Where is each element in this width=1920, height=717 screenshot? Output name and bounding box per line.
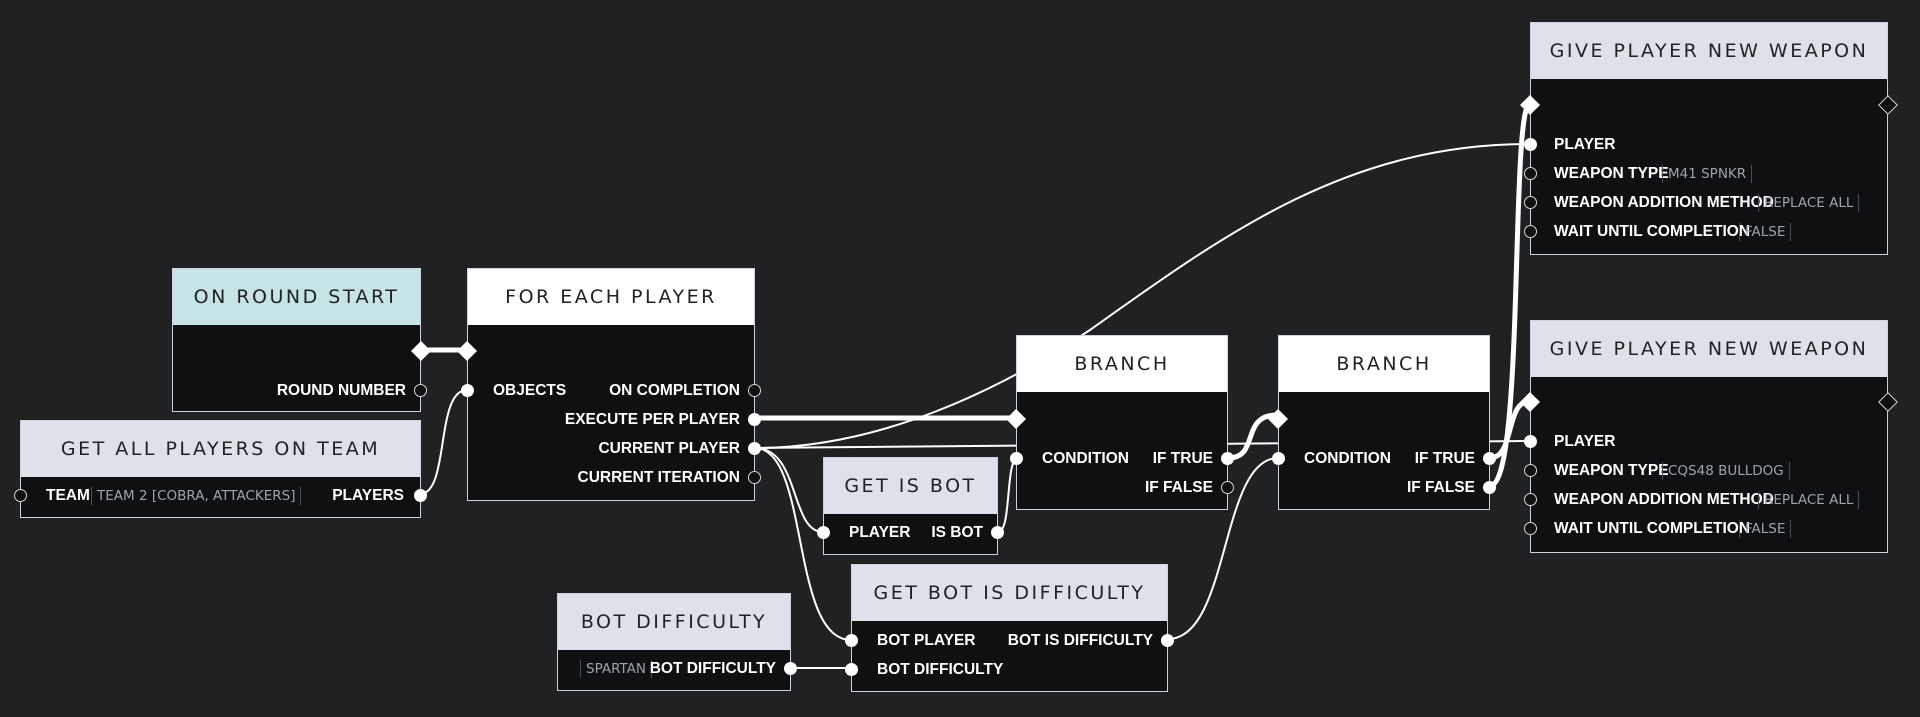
wire-players-to-objects — [419, 389, 468, 495]
current-player-pin[interactable] — [748, 442, 761, 455]
node-on-round-start[interactable]: ON ROUND START ROUND NUMBER — [172, 268, 431, 412]
node-title: ON ROUND START — [173, 269, 420, 325]
weapon-type-label: WEAPON TYPE — [1554, 165, 1669, 182]
current-player-label: CURRENT PLAYER — [598, 440, 740, 457]
node-title: GET IS BOT — [824, 458, 997, 514]
weapon-addition-method-label: WEAPON ADDITION METHOD — [1554, 194, 1774, 211]
objects-label: OBJECTS — [493, 382, 567, 399]
node-for-each-player[interactable]: FOR EACH PLAYER OBJECTS ON COMPLETION EX… — [457, 268, 761, 501]
wait-until-completion-pin[interactable] — [1524, 522, 1537, 535]
if-false-label: IF FALSE — [1144, 479, 1213, 496]
node-title: GIVE PLAYER NEW WEAPON — [1531, 321, 1887, 377]
players-label: PLAYERS — [332, 487, 404, 504]
wait-until-completion-value[interactable]: FALSE — [1739, 520, 1792, 538]
team-label: TEAM — [46, 487, 90, 504]
node-get-bot-is-difficulty[interactable]: GET BOT IS DIFFICULTY BOT PLAYER BOT IS … — [845, 564, 1174, 692]
exec-input-pin[interactable] — [1520, 95, 1540, 115]
node-title: BRANCH — [1279, 336, 1489, 392]
bot-player-input-pin[interactable] — [845, 634, 858, 647]
if-true-pin[interactable] — [1483, 452, 1496, 465]
bot-difficulty-output-pin[interactable] — [784, 662, 797, 675]
weapon-type-value[interactable]: M41 SPNKR — [1662, 165, 1753, 183]
bot-difficulty-input-pin[interactable] — [845, 663, 858, 676]
round-number-pin[interactable] — [414, 384, 427, 397]
bot-difficulty-label: BOT DIFFICULTY — [877, 661, 1004, 678]
current-iteration-pin[interactable] — [748, 471, 761, 484]
execute-per-player-label: EXECUTE PER PLAYER — [564, 411, 740, 428]
on-completion-label: ON COMPLETION — [609, 382, 740, 399]
weapon-addition-method-value[interactable]: REPLACE ALL — [1758, 491, 1860, 509]
exec-input-pin[interactable] — [457, 341, 477, 361]
team-value[interactable]: TEAM 2 [COBRA, ATTACKERS] — [91, 487, 302, 505]
condition-label: CONDITION — [1042, 450, 1129, 467]
weapon-type-value[interactable]: CQS48 BULLDOG — [1662, 462, 1790, 480]
weapon-addition-method-value[interactable]: REPLACE ALL — [1758, 194, 1860, 212]
exec-output-pin[interactable] — [411, 341, 431, 361]
bot-player-label: BOT PLAYER — [877, 632, 976, 649]
exec-input-pin[interactable] — [1268, 409, 1288, 429]
node-title: FOR EACH PLAYER — [468, 269, 754, 325]
node-give-player-new-weapon-2[interactable]: GIVE PLAYER NEW WEAPON PLAYER WEAPON TYP… — [1520, 320, 1898, 553]
if-false-pin[interactable] — [1221, 481, 1234, 494]
bot-is-difficulty-label: BOT IS DIFFICULTY — [1007, 632, 1153, 649]
player-label: PLAYER — [1554, 433, 1616, 450]
node-title: GIVE PLAYER NEW WEAPON — [1531, 23, 1887, 79]
wire-branch-2-true-to-give-weapon-2 — [1489, 398, 1531, 461]
player-label: PLAYER — [849, 524, 911, 541]
if-true-pin[interactable] — [1221, 452, 1234, 465]
team-input-pin[interactable] — [14, 489, 27, 502]
bot-is-difficulty-output-pin[interactable] — [1161, 634, 1174, 647]
player-input-pin[interactable] — [1524, 138, 1537, 151]
wait-until-completion-label: WAIT UNTIL COMPLETION — [1554, 223, 1751, 240]
bot-difficulty-value[interactable]: SPARTAN — [580, 660, 653, 678]
wire-branch-2-false-to-give-weapon-1 — [1488, 101, 1533, 489]
condition-label: CONDITION — [1304, 450, 1391, 467]
exec-output-pin[interactable] — [1878, 392, 1898, 412]
wire-is-bot-to-condition-1 — [997, 457, 1019, 533]
exec-input-pin[interactable] — [1520, 392, 1540, 412]
wait-until-completion-label: WAIT UNTIL COMPLETION — [1554, 520, 1751, 537]
weapon-addition-method-pin[interactable] — [1524, 493, 1537, 506]
players-output-pin[interactable] — [414, 489, 427, 502]
condition-input-pin[interactable] — [1272, 452, 1285, 465]
exec-input-pin[interactable] — [1006, 409, 1026, 429]
is-bot-output-pin[interactable] — [991, 526, 1004, 539]
if-false-label: IF FALSE — [1406, 479, 1475, 496]
wait-until-completion-pin[interactable] — [1524, 225, 1537, 238]
node-give-player-new-weapon-1[interactable]: GIVE PLAYER NEW WEAPON PLAYER WEAPON TYP… — [1520, 22, 1898, 255]
node-bot-difficulty[interactable]: BOT DIFFICULTY SPARTAN BOT DIFFICULTY — [557, 593, 797, 691]
node-get-is-bot[interactable]: GET IS BOT PLAYER IS BOT — [817, 457, 1004, 555]
condition-input-pin[interactable] — [1010, 452, 1023, 465]
current-iteration-label: CURRENT ITERATION — [577, 469, 740, 486]
player-input-pin[interactable] — [1524, 435, 1537, 448]
if-true-label: IF TRUE — [1414, 450, 1475, 467]
weapon-addition-method-pin[interactable] — [1524, 196, 1537, 209]
is-bot-label: IS BOT — [931, 524, 983, 541]
player-input-pin[interactable] — [817, 526, 830, 539]
weapon-type-label: WEAPON TYPE — [1554, 462, 1669, 479]
on-completion-pin[interactable] — [748, 384, 761, 397]
wire-current-player-to-is-bot — [754, 447, 824, 533]
node-title: GET ALL PLAYERS ON TEAM — [21, 421, 420, 477]
objects-input-pin[interactable] — [461, 384, 474, 397]
node-title: GET BOT IS DIFFICULTY — [852, 565, 1167, 621]
node-branch-2[interactable]: BRANCH CONDITION IF TRUE IF FALSE — [1268, 335, 1496, 510]
weapon-type-pin[interactable] — [1524, 464, 1537, 477]
if-false-pin[interactable] — [1483, 481, 1496, 494]
if-true-label: IF TRUE — [1152, 450, 1213, 467]
node-branch-1[interactable]: BRANCH CONDITION IF TRUE IF FALSE — [1006, 335, 1234, 510]
bot-difficulty-output-label: BOT DIFFICULTY — [649, 660, 776, 677]
weapon-type-pin[interactable] — [1524, 167, 1537, 180]
wait-until-completion-value[interactable]: FALSE — [1739, 223, 1792, 241]
round-number-label: ROUND NUMBER — [276, 382, 406, 399]
node-title: BOT DIFFICULTY — [558, 594, 790, 650]
node-title: BRANCH — [1017, 336, 1227, 392]
node-get-all-players-on-team[interactable]: GET ALL PLAYERS ON TEAM TEAM TEAM 2 [COB… — [14, 420, 427, 518]
execute-per-player-pin[interactable] — [748, 413, 761, 426]
weapon-addition-method-label: WEAPON ADDITION METHOD — [1554, 491, 1774, 508]
exec-output-pin[interactable] — [1878, 95, 1898, 115]
player-label: PLAYER — [1554, 136, 1616, 153]
